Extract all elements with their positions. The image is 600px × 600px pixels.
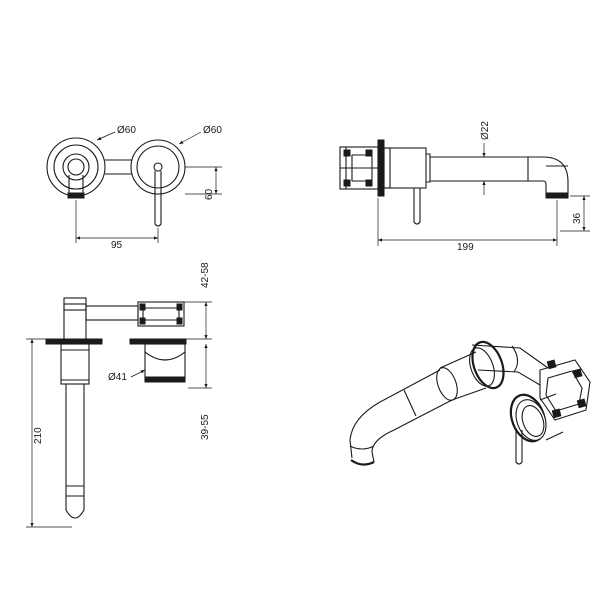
front-height-label: 60 — [204, 188, 215, 200]
iso-spout-rosette — [471, 340, 505, 390]
front-view: Ø60 Ø60 95 60 — [46, 125, 222, 251]
front-left-diameter-label: Ø60 — [117, 125, 136, 136]
side-spout-outlet — [545, 192, 569, 199]
plan-wall-plate-left — [45, 338, 103, 345]
side-lever — [413, 188, 421, 225]
isometric-view — [349, 340, 591, 466]
plan-valve-box — [137, 301, 185, 327]
side-spout — [430, 156, 569, 196]
front-width-label: 95 — [111, 240, 123, 251]
front-spout-outlet — [67, 192, 85, 199]
plan-view: 42-58 39-55 Ø41 210 — [26, 262, 212, 528]
plan-wall-plate-right — [129, 338, 187, 345]
side-spout-diameter-label: Ø22 — [480, 121, 491, 140]
plan-spout — [65, 384, 85, 519]
side-length-label: 199 — [457, 242, 474, 253]
iso-lever — [515, 430, 523, 465]
plan-handle-ring — [144, 376, 186, 383]
side-view: Ø22 199 36 — [339, 121, 590, 253]
side-outlet-height-label: 36 — [572, 212, 583, 224]
iso-spout-elbow — [349, 401, 395, 463]
plan-depth-bottom-label: 39-55 — [200, 414, 211, 440]
plan-depth-top-label: 42-58 — [200, 262, 211, 288]
front-right-diameter-label: Ø60 — [203, 125, 222, 136]
iso-valve-cage — [539, 359, 591, 421]
side-wall-plate — [377, 139, 385, 197]
plan-length-label: 210 — [33, 427, 44, 444]
front-left-rosette — [46, 137, 106, 197]
front-right-rosette — [130, 139, 186, 195]
front-lever — [154, 171, 162, 227]
plan-diameter-label: Ø41 — [108, 372, 127, 383]
